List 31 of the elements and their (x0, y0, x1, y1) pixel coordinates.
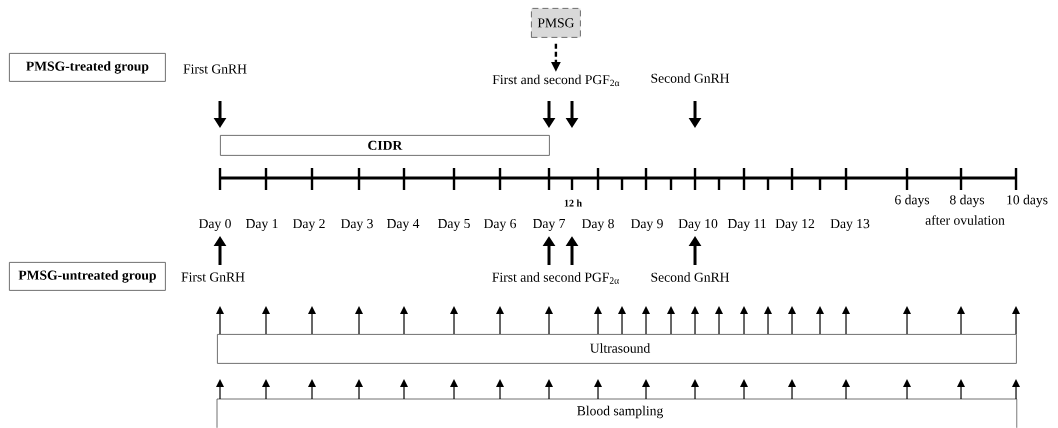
event-label: First and second PGF$_{2α}$ (492, 272, 619, 284)
sampling-bar: Blood sampling (216, 398, 1018, 428)
day-label: Day 0 (199, 219, 231, 231)
time-label: 12 h (564, 199, 582, 207)
day-label: Day 1 (246, 219, 278, 231)
device-bar: CIDR (220, 135, 550, 156)
day-label: Day 3 (341, 219, 373, 231)
day-label: Day 11 (727, 219, 766, 231)
group-box: PMSG-untreated group (9, 262, 166, 291)
event-label: First GnRH (181, 272, 245, 282)
day-label: Day 6 (484, 219, 517, 231)
time-label: 8 days (950, 194, 985, 208)
event-label: Second GnRH (651, 73, 730, 83)
time-label: 10 days (1007, 194, 1048, 208)
day-label: Day 13 (830, 219, 870, 231)
day-label: Day 4 (387, 219, 420, 231)
injection-box: PMSG (531, 8, 581, 38)
event-label: First and second PGF$_{2α}$ (492, 74, 620, 87)
day-label: Day 8 (582, 219, 614, 231)
day-label: Day 12 (775, 219, 815, 231)
time-label: 6 days (895, 194, 930, 208)
day-label: Day 7 (533, 219, 566, 231)
day-label: Day 5 (438, 219, 470, 231)
day-label: Day 9 (631, 219, 663, 231)
sampling-bar: Ultrasound (217, 334, 1017, 364)
day-label: Day 10 (678, 219, 718, 231)
event-label: Second GnRH (651, 272, 730, 282)
event-label: First GnRH (183, 64, 247, 74)
time-label: after ovulation (925, 215, 1005, 225)
group-box: PMSG-treated group (9, 53, 166, 82)
day-label: Day 2 (293, 219, 325, 231)
